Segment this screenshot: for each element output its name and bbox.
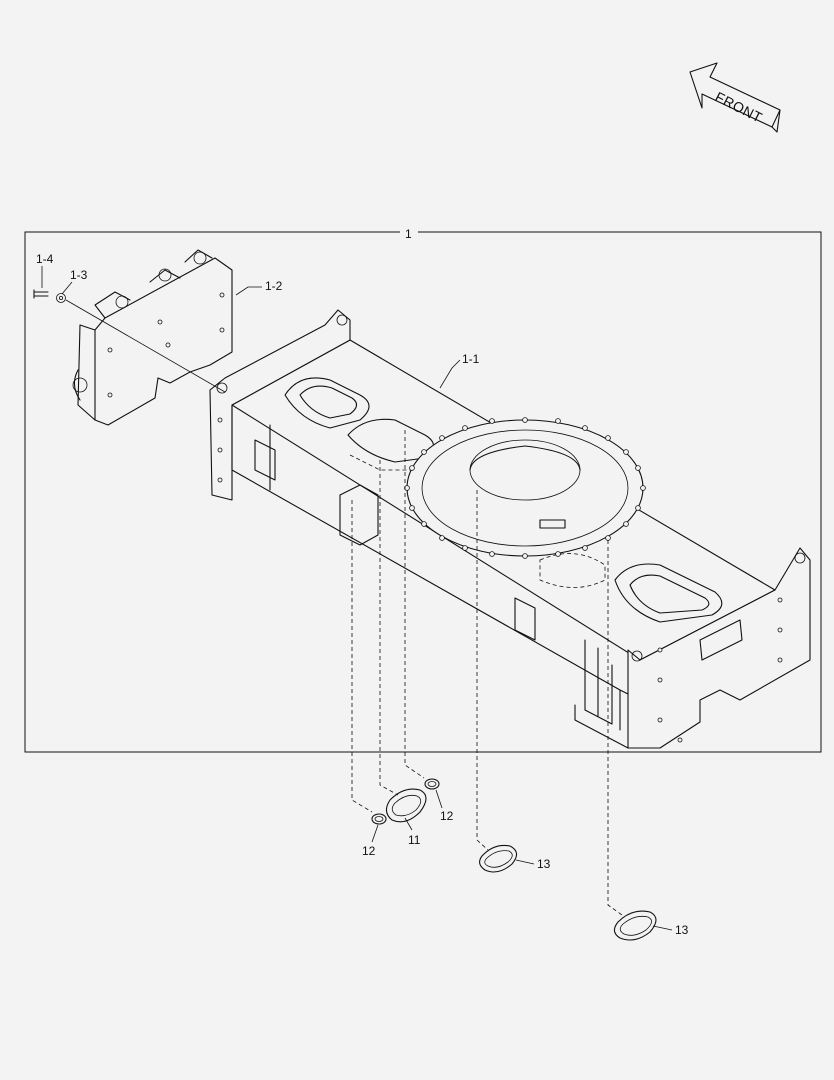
- callout-1-1: 1-1: [462, 352, 480, 366]
- bolt-part: [33, 289, 49, 299]
- plug-13-b: [613, 910, 657, 941]
- plug-12-right: [424, 778, 440, 790]
- assembly-boundary-box: [24, 231, 822, 753]
- callout-1-4: 1-4: [36, 252, 54, 266]
- callout-12-right: 12: [440, 809, 454, 823]
- bracket-assembly: [72, 249, 233, 426]
- plug-12-left: [371, 813, 387, 825]
- washer-part: [56, 293, 66, 303]
- front-direction-arrow-icon: [689, 62, 781, 133]
- callout-12-left: 12: [362, 844, 376, 858]
- callout-13-b: 13: [675, 923, 689, 937]
- plug-11-oval: [385, 788, 427, 823]
- callout-1: 1: [405, 227, 412, 241]
- callout-11: 11: [408, 833, 421, 847]
- ring-bolt-holes: [404, 417, 646, 559]
- callout-13-a: 13: [537, 857, 551, 871]
- plug-13-a: [479, 844, 518, 873]
- callout-1-3: 1-3: [70, 268, 88, 282]
- main-frame: [209, 309, 811, 749]
- callout-1-2: 1-2: [265, 279, 283, 293]
